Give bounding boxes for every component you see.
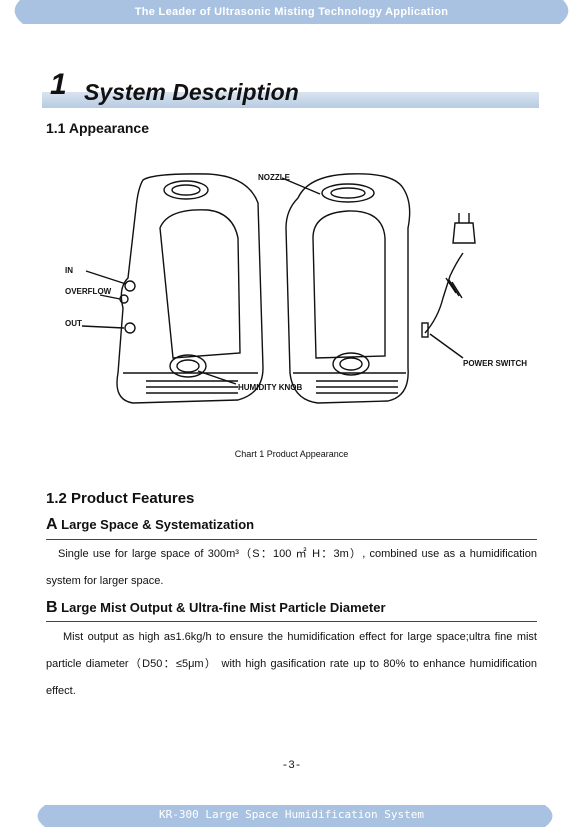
label-nozzle: NOZZLE (258, 173, 291, 182)
feature-b-letter: B (46, 599, 58, 616)
header-banner-text: The Leader of Ultrasonic Misting Technol… (134, 6, 449, 18)
feature-a-letter: A (46, 516, 58, 533)
feature-a-heading: Large Space & Systematization (57, 517, 255, 532)
header-banner: The Leader of Ultrasonic Misting Technol… (0, 0, 583, 30)
label-out: OUT (65, 319, 82, 328)
label-power-switch: POWER SWITCH (463, 359, 527, 368)
feature-b-text: Mist output as high as1.6kg/h to ensure … (46, 631, 537, 697)
product-appearance-figure: IN OVERFLOW OUT NOZZLE POWER SWITCH HUMI… (58, 168, 528, 408)
footer-banner: KR-300 Large Space Humidification System (0, 800, 583, 827)
page-number: -3- (281, 760, 302, 772)
section-title-bar (42, 80, 539, 108)
feature-b-title: B Large Mist Output & Ultra-fine Mist Pa… (46, 599, 386, 617)
appearance-heading: 1.1 Appearance (46, 120, 149, 136)
feature-a-text: Single use for large space of 300m³（S：10… (46, 548, 537, 587)
feature-a-title: A Large Space & Systematization (46, 516, 254, 534)
label-humidity-knob: HUMIDITY KNOB (238, 383, 303, 392)
section-title: System Description (84, 79, 299, 105)
feature-b-heading: Large Mist Output & Ultra-fine Mist Part… (57, 600, 386, 615)
section-number: 1 (50, 68, 67, 101)
feature-a-rule (46, 539, 537, 540)
feature-b-rule (46, 621, 537, 622)
label-overflow: OVERFLOW (65, 287, 112, 296)
label-in: IN (65, 266, 73, 275)
features-heading: 1.2 Product Features (46, 490, 195, 507)
footer-banner-text: KR-300 Large Space Humidification System (159, 808, 424, 821)
figure-caption: Chart 1 Product Appearance (234, 449, 349, 459)
